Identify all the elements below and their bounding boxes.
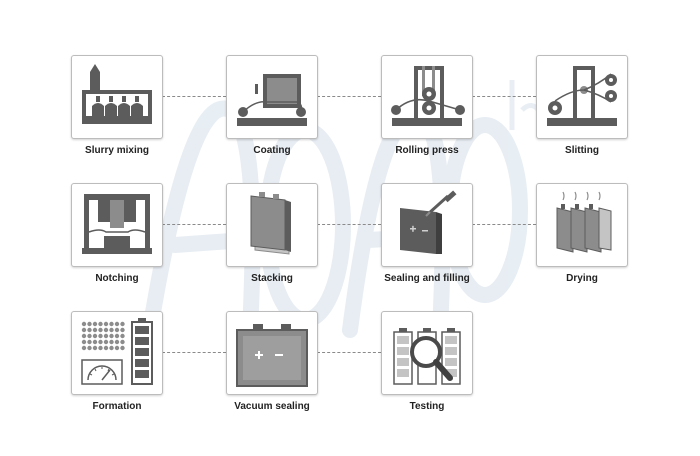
step-label: Stacking xyxy=(251,273,293,284)
stacking-icon xyxy=(250,192,291,255)
cell-dot xyxy=(109,321,114,327)
cell-dot xyxy=(81,321,87,327)
step-box xyxy=(71,55,163,139)
cell-dot xyxy=(109,327,114,333)
cell-dot xyxy=(114,339,120,345)
cell-dot xyxy=(98,339,103,345)
step-slurry-mixing: Slurry mixing xyxy=(71,55,163,156)
cell-dot xyxy=(81,345,87,351)
connector-3-4 xyxy=(472,96,536,97)
cell-dot xyxy=(87,321,92,327)
step-label: Drying xyxy=(566,273,598,284)
rolling-press-icon xyxy=(391,66,465,126)
formation-icon xyxy=(81,318,153,385)
step-box xyxy=(381,183,473,267)
cell-dot xyxy=(120,333,125,339)
cell-dot xyxy=(109,333,114,339)
cell-dot xyxy=(103,333,109,339)
notching-icon xyxy=(82,194,152,254)
cell-dot xyxy=(92,339,98,345)
step-label: Sealing and filling xyxy=(384,273,470,284)
cell-dot xyxy=(87,345,92,351)
connector-9-10 xyxy=(162,352,226,353)
step-box xyxy=(381,311,473,395)
cell-dot xyxy=(81,327,87,333)
connector-7-8 xyxy=(472,224,536,225)
connector-10-11 xyxy=(317,352,381,353)
cell-dot xyxy=(87,333,92,339)
cell-dot xyxy=(98,321,103,327)
step-testing: Testing xyxy=(381,311,473,412)
cell-dot xyxy=(87,339,92,345)
cell-dot xyxy=(109,339,114,345)
cell-dot xyxy=(98,327,103,333)
step-box xyxy=(71,311,163,395)
slitting-icon xyxy=(547,66,617,126)
step-label: Testing xyxy=(409,401,445,412)
step-sealing-filling: Sealing and filling xyxy=(381,183,473,284)
step-coating: Coating xyxy=(226,55,318,156)
coating-icon xyxy=(237,74,307,126)
connector-1-2 xyxy=(162,96,226,97)
step-box xyxy=(381,55,473,139)
cell-dot xyxy=(81,339,87,345)
cell-dot xyxy=(103,321,109,327)
cell-dot xyxy=(103,327,109,333)
cell-dot xyxy=(92,345,98,351)
cell-dot xyxy=(114,321,120,327)
cell-dot xyxy=(120,321,125,327)
cell-dot xyxy=(92,321,98,327)
cell-dot xyxy=(114,327,120,333)
cell-dot xyxy=(120,345,125,351)
vacuum-sealing-icon xyxy=(236,324,308,387)
cell-dot xyxy=(114,333,120,339)
cell-dot xyxy=(87,327,92,333)
connector-5-6 xyxy=(162,224,226,225)
cell-dot xyxy=(103,339,109,345)
step-label: Formation xyxy=(92,401,142,412)
slurry-mixing-icon xyxy=(82,64,152,124)
step-box xyxy=(71,183,163,267)
step-box xyxy=(226,183,318,267)
cell-dot xyxy=(92,333,98,339)
connector-2-3 xyxy=(317,96,381,97)
testing-icon xyxy=(393,328,461,385)
step-box xyxy=(226,55,318,139)
connector-6-7 xyxy=(317,224,381,225)
step-vacuum-sealing: Vacuum sealing xyxy=(226,311,318,412)
cell-dot xyxy=(109,345,114,351)
cell-dot xyxy=(81,333,87,339)
step-box xyxy=(536,183,628,267)
step-label: Rolling press xyxy=(395,145,459,156)
sealing-filling-icon xyxy=(400,190,457,254)
step-rolling-press: Rolling press xyxy=(381,55,473,156)
step-label: Slurry mixing xyxy=(85,145,149,156)
step-box xyxy=(226,311,318,395)
step-label: Slitting xyxy=(565,145,599,156)
cell-dot xyxy=(103,345,109,351)
cell-dot xyxy=(98,345,103,351)
cell-dot xyxy=(98,333,103,339)
step-drying: Drying xyxy=(536,183,628,284)
drying-icon xyxy=(556,191,612,253)
step-slitting: Slitting xyxy=(536,55,628,156)
cell-dot xyxy=(114,345,120,351)
cell-dot xyxy=(120,339,125,345)
cell-dot xyxy=(120,327,125,333)
step-box xyxy=(536,55,628,139)
step-label: Vacuum sealing xyxy=(234,401,310,412)
step-formation: Formation xyxy=(71,311,163,412)
cell-dot xyxy=(92,327,98,333)
step-label: Coating xyxy=(253,145,291,156)
step-stacking: Stacking xyxy=(226,183,318,284)
step-notching: Notching xyxy=(71,183,163,284)
step-label: Notching xyxy=(95,273,139,284)
